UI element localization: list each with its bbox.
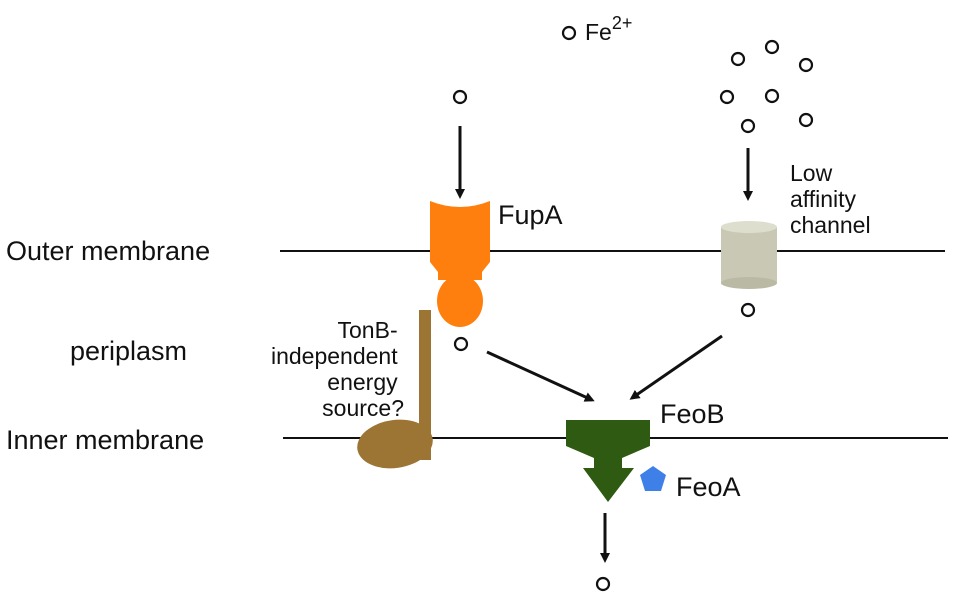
channel-label-line-1: Low	[790, 160, 833, 186]
feoa-pentagon-icon	[640, 466, 666, 491]
fe-ion-icon	[798, 112, 814, 128]
tonb-energy-source-icon	[357, 310, 433, 469]
feob-transporter	[566, 420, 650, 502]
fe-ion-icon	[740, 118, 756, 134]
tonb-label-line-4: source?	[322, 395, 404, 421]
low-affinity-channel-label: Low affinity channel	[790, 160, 871, 238]
arrow-fupa-to-feob	[486, 350, 595, 402]
fupa-barrel	[430, 201, 490, 280]
fe-ion-legend-icon	[561, 25, 577, 41]
fe-symbol: Fe	[585, 19, 612, 45]
arrow-channel-to-feob	[629, 334, 723, 400]
fe-ion-icon	[740, 302, 756, 318]
fe-ion-icon	[730, 51, 746, 67]
fe-ion-icon	[719, 89, 735, 105]
outer-membrane-label: Outer membrane	[6, 236, 210, 266]
channel-label-line-3: channel	[790, 212, 871, 238]
tonb-energy-label: TonB- independent energy source?	[271, 317, 404, 421]
fe-ion-icon	[764, 39, 780, 55]
tonb-label-line-1: TonB-	[338, 317, 398, 343]
fupa-label: FupA	[498, 200, 563, 230]
periplasm-label: periplasm	[70, 336, 187, 366]
inner-membrane-label: Inner membrane	[6, 425, 204, 455]
fe-ion-icon	[798, 57, 814, 73]
low-affinity-channel	[721, 221, 777, 289]
feob-label: FeoB	[660, 399, 725, 429]
tonb-label-line-2: independent	[271, 343, 398, 369]
fe-charge: 2+	[612, 13, 633, 33]
fe-ion-icon	[453, 336, 469, 352]
tonb-label-line-3: energy	[327, 369, 398, 395]
fe-ion-icon	[595, 576, 611, 592]
channel-label-line-2: affinity	[790, 186, 857, 212]
fe-ion-label: Fe2+	[585, 13, 632, 45]
fupa-domain	[437, 275, 483, 327]
fe-ion-icon	[452, 89, 468, 105]
fe-ion-icon	[764, 88, 780, 104]
feoa-label: FeoA	[676, 472, 741, 502]
